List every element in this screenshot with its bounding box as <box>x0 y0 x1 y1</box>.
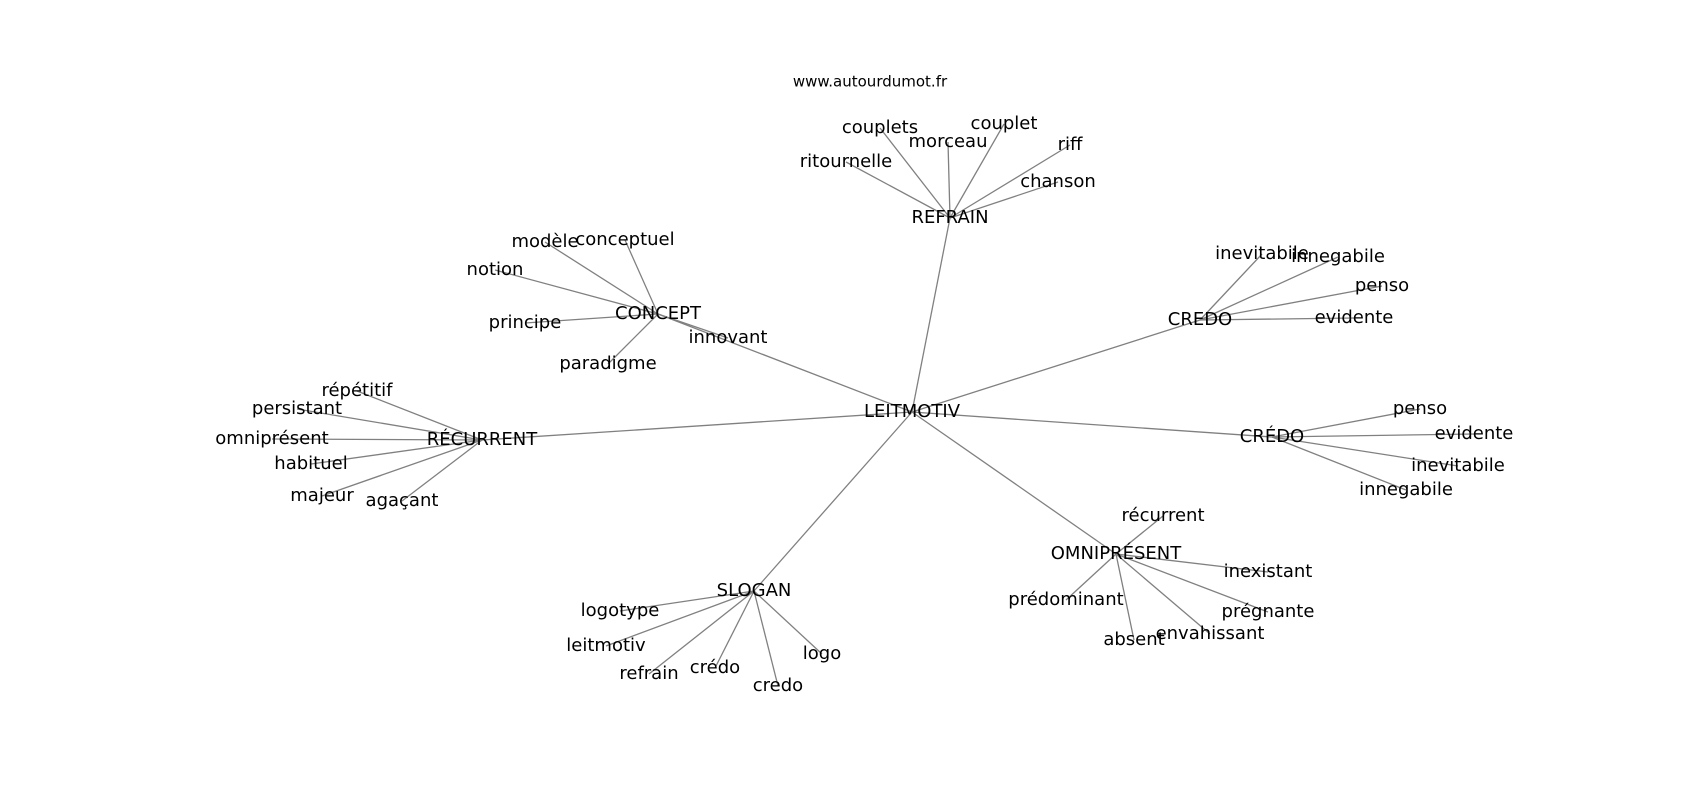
edge-center-concept <box>657 313 913 413</box>
word-slogan-credo[interactable]: crédo <box>690 657 740 678</box>
hub-credo[interactable]: CREDO <box>1168 309 1232 330</box>
edge-center-credo <box>911 319 1201 413</box>
edge-concept-modele <box>544 241 659 315</box>
edge-omnipresent-recurrent <box>1115 515 1164 555</box>
edge-slogan-credo <box>714 590 755 669</box>
word-credo-innegabile[interactable]: innegabile <box>1359 479 1453 500</box>
edge-credo-penso <box>1271 408 1421 438</box>
word-credo-inevitabile[interactable]: inevitabile <box>1411 455 1505 476</box>
word-recurrent-persistant[interactable]: persistant <box>252 398 342 419</box>
word-credo-inevitabile[interactable]: inevitabile <box>1215 243 1309 264</box>
edge-omnipresent-inexistant <box>1115 553 1269 573</box>
edge-omnipresent-pregnante <box>1115 553 1269 613</box>
word-credo-evidente[interactable]: evidente <box>1315 307 1394 328</box>
word-refrain-ritournelle[interactable]: ritournelle <box>800 151 893 172</box>
word-credo-evidente[interactable]: evidente <box>1435 423 1514 444</box>
word-concept-notion[interactable]: notion <box>467 259 524 280</box>
edge-slogan-refrain <box>648 590 755 675</box>
edge-credo-evidente <box>1271 433 1475 438</box>
edge-credo-penso <box>1199 285 1383 321</box>
edge-center-omnipresent <box>911 411 1117 555</box>
word-slogan-leitmotiv[interactable]: leitmotiv <box>566 635 646 656</box>
hub-credo[interactable]: CRÉDO <box>1240 425 1304 447</box>
word-recurrent-repetitif[interactable]: répétitif <box>321 380 393 401</box>
edge-credo-evidente <box>1199 317 1355 321</box>
edge-credo-innegabile <box>1199 256 1339 321</box>
word-recurrent-agacant[interactable]: agaçant <box>366 490 439 511</box>
word-omnipresent-envahissant[interactable]: envahissant <box>1156 623 1265 644</box>
word-concept-conceptuel[interactable]: conceptuel <box>575 229 674 250</box>
edge-slogan-credo <box>753 590 779 687</box>
word-refrain-riff[interactable]: riff <box>1058 134 1083 155</box>
edge-center-recurrent <box>481 411 913 441</box>
edge-refrain-couplets <box>879 127 951 219</box>
word-refrain-morceau[interactable]: morceau <box>909 131 988 152</box>
word-refrain-couplet[interactable]: couplet <box>971 113 1038 134</box>
edge-refrain-morceau <box>947 141 951 219</box>
word-credo-innegabile[interactable]: innegabile <box>1291 246 1385 267</box>
edge-concept-paradigme <box>607 313 659 365</box>
word-omnipresent-inexistant[interactable]: inexistant <box>1224 561 1313 582</box>
edge-slogan-leitmotiv <box>605 590 755 647</box>
word-concept-modele[interactable]: modèle <box>511 231 578 252</box>
word-concept-principe[interactable]: principe <box>489 312 562 333</box>
word-slogan-refrain[interactable]: refrain <box>619 663 678 684</box>
edge-refrain-riff <box>949 144 1071 219</box>
word-slogan-credo[interactable]: credo <box>753 675 803 696</box>
edge-credo-inevitabile <box>1271 436 1459 467</box>
word-recurrent-habituel[interactable]: habituel <box>274 453 347 474</box>
edge-refrain-ritournelle <box>845 161 951 219</box>
edge-center-credo <box>911 411 1273 438</box>
hub-refrain[interactable]: REFRAIN <box>911 207 988 228</box>
edge-recurrent-majeur <box>321 439 483 497</box>
edge-omnipresent-predominant <box>1065 553 1117 601</box>
edges <box>271 123 1475 687</box>
word-recurrent-majeur[interactable]: majeur <box>290 485 354 506</box>
hub-concept[interactable]: CONCEPT <box>615 303 702 324</box>
edge-slogan-logotype <box>619 590 755 612</box>
word-refrain-chanson[interactable]: chanson <box>1020 171 1096 192</box>
edge-credo-innegabile <box>1271 436 1407 491</box>
word-omnipresent-recurrent[interactable]: récurrent <box>1121 505 1204 526</box>
hub-omnipresent[interactable]: OMNIPRÉSENT <box>1051 542 1182 564</box>
edge-recurrent-omnipresent <box>271 438 483 441</box>
edge-refrain-couplet <box>949 123 1005 219</box>
hub-slogan[interactable]: SLOGAN <box>717 580 792 601</box>
edge-concept-notion <box>494 269 659 315</box>
edge-center-slogan <box>753 411 913 592</box>
word-credo-penso[interactable]: penso <box>1393 398 1447 419</box>
edge-omnipresent-envahissant <box>1115 553 1211 635</box>
word-credo-penso[interactable]: penso <box>1355 275 1409 296</box>
edge-refrain-chanson <box>949 181 1059 219</box>
word-omnipresent-predominant[interactable]: prédominant <box>1008 589 1123 610</box>
edge-omnipresent-absent <box>1115 553 1135 641</box>
center-node[interactable]: LEITMOTIV <box>864 401 961 422</box>
edge-concept-innovant <box>657 313 729 339</box>
word-recurrent-omnipresent[interactable]: omniprésent <box>215 428 328 449</box>
word-slogan-logo[interactable]: logo <box>803 643 841 664</box>
word-concept-innovant[interactable]: innovant <box>689 327 768 348</box>
hub-recurrent[interactable]: RÉCURRENT <box>427 428 538 450</box>
word-omnipresent-pregnante[interactable]: prégnante <box>1222 601 1315 622</box>
edge-slogan-logo <box>753 590 823 655</box>
word-concept-paradigme[interactable]: paradigme <box>559 353 656 374</box>
edge-recurrent-repetitif <box>356 390 483 441</box>
word-slogan-logotype[interactable]: logotype <box>581 600 660 621</box>
edge-credo-inevitabile <box>1199 253 1263 321</box>
edge-center-refrain <box>911 217 951 413</box>
word-omnipresent-absent[interactable]: absent <box>1103 629 1164 650</box>
edge-recurrent-persistant <box>296 408 483 441</box>
edge-concept-conceptuel <box>624 239 659 315</box>
edge-recurrent-agacant <box>401 439 483 502</box>
word-refrain-couplets[interactable]: couplets <box>842 117 918 138</box>
edge-recurrent-habituel <box>310 439 483 465</box>
site-credit[interactable]: www.autourdumot.fr <box>793 73 948 91</box>
edge-concept-principe <box>524 313 659 324</box>
